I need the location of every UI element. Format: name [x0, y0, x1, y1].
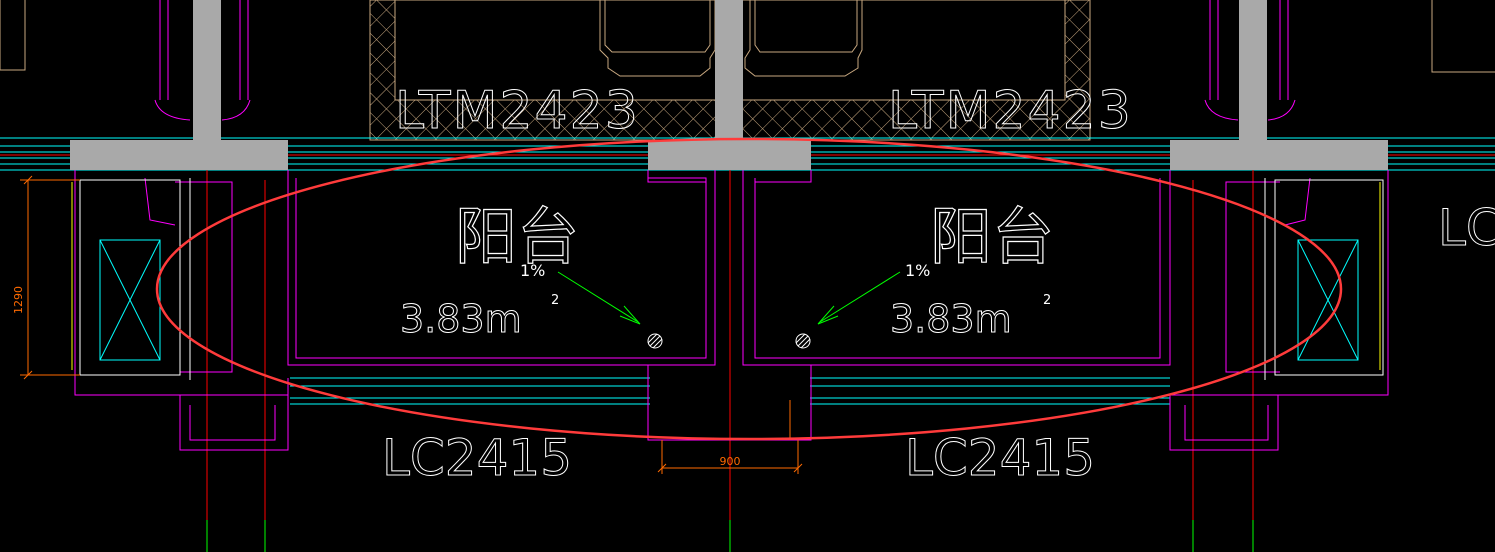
dimension-vertical-label: 1290	[12, 286, 25, 314]
area-label-left: 3.83m	[400, 297, 522, 341]
slope-label-right: 1%	[905, 261, 930, 280]
dimension-horizontal	[657, 400, 803, 474]
wall-lines-cyan	[0, 137, 1495, 405]
green-lines	[206, 520, 1254, 552]
dimension-vertical	[20, 175, 80, 380]
balcony-outlines-magenta	[74, 0, 1389, 451]
window-frames	[79, 178, 1384, 380]
shaft-left	[99, 239, 161, 361]
door-hatch-block	[0, 0, 1495, 141]
window-label-left: LC2415	[382, 429, 572, 487]
floor-drain-left	[647, 333, 663, 349]
structural-walls-gray	[70, 0, 1388, 170]
highlight-ellipse	[155, 137, 1343, 441]
area-exponent-right: 2	[1043, 293, 1051, 308]
floor-drain-right	[795, 333, 811, 349]
slope-label-left: 1%	[520, 261, 545, 280]
balcony-name-left: 阳台	[455, 200, 579, 273]
dimension-horizontal-label: 900	[720, 455, 741, 468]
door-label-right: LTM2423	[888, 81, 1133, 141]
window-label-far-right: LC1	[1438, 199, 1495, 257]
yellow-lines	[71, 182, 1381, 370]
shaft-right	[1297, 239, 1359, 361]
area-label-right: 3.83m	[890, 297, 1012, 341]
balcony-name-right: 阳台	[930, 200, 1054, 273]
drain-arrow-right	[817, 271, 901, 325]
drain-arrow-left	[557, 271, 641, 325]
area-exponent-left: 2	[551, 293, 559, 308]
window-label-right: LC2415	[905, 429, 1095, 487]
door-label-left: LTM2423	[395, 81, 640, 141]
